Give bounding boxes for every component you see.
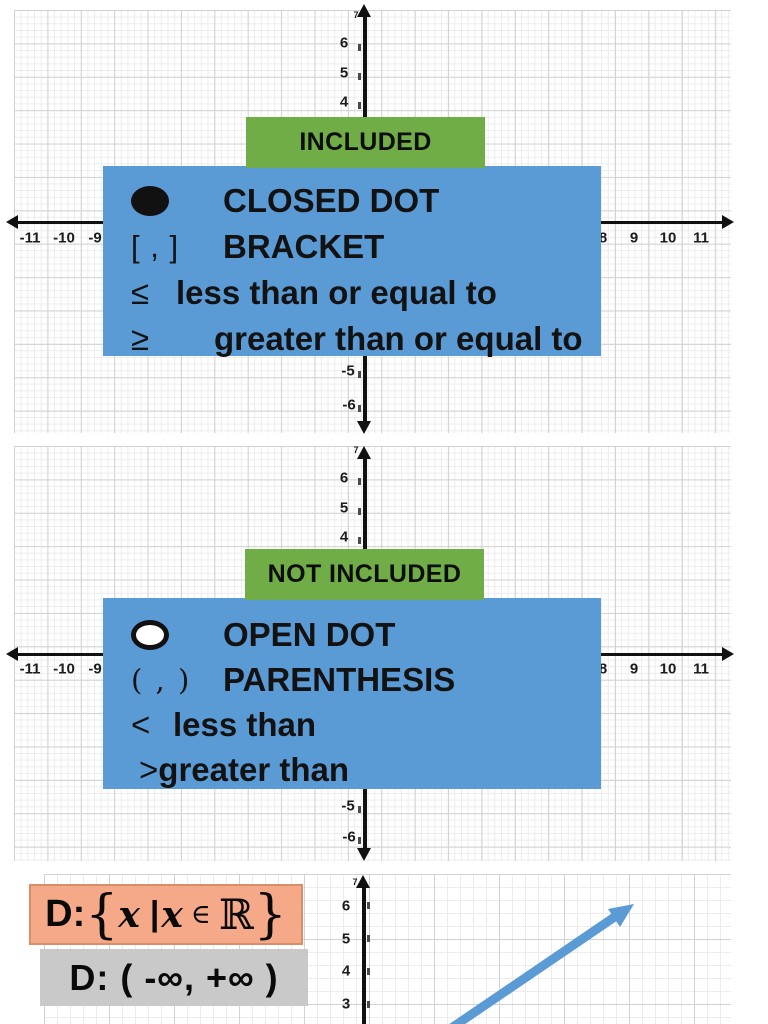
legend-row-gt: > greater than xyxy=(131,747,601,792)
y-axis-up-arrow-icon xyxy=(357,4,371,17)
legend-label: less than xyxy=(173,705,317,743)
x-label: -11 xyxy=(19,660,41,678)
y-label: 4 xyxy=(341,962,351,980)
legend-label: CLOSED DOT xyxy=(223,182,440,219)
legend-label: OPEN DOT xyxy=(223,615,396,653)
y-tick xyxy=(367,935,370,942)
x-label: -10 xyxy=(53,660,75,678)
x-label: 11 xyxy=(693,660,709,678)
domain-interval-notation-box: D: ( -∞, +∞ ) xyxy=(40,949,308,1006)
reals-symbol: ℝ xyxy=(218,890,254,939)
y-label: 6 xyxy=(339,469,349,487)
x-label: 10 xyxy=(659,229,677,247)
variable-x: x xyxy=(118,893,140,936)
y-label: 4 xyxy=(339,528,349,546)
x-label: 9 xyxy=(629,660,639,678)
y-label: 6 xyxy=(341,897,351,915)
y-tick xyxy=(358,837,361,844)
x-label: -9 xyxy=(88,229,102,247)
x-label: 9 xyxy=(629,229,639,247)
y-tick xyxy=(358,478,361,485)
x-axis-right-arrow-icon xyxy=(722,215,734,229)
domain-prefix: D: xyxy=(45,893,86,935)
legend-row-closed-dot: CLOSED DOT xyxy=(131,178,601,224)
y-label: 5 xyxy=(341,930,351,948)
legend-row-bracket: [ , ] BRACKET xyxy=(131,224,601,270)
greater-than-symbol: > xyxy=(139,750,159,788)
not-included-legend-box: OPEN DOT ( , ) PARENTHESIS < less than >… xyxy=(103,598,601,789)
element-of-symbol: ∈ xyxy=(190,899,211,930)
x-label: 8 xyxy=(598,660,608,678)
y-tick xyxy=(358,508,361,515)
parenthesis-symbol: ( , ) xyxy=(131,662,192,697)
legend-row-leq: ≤ less than or equal to xyxy=(131,270,601,316)
close-brace: } xyxy=(253,884,287,945)
not-included-badge: NOT INCLUDED xyxy=(245,549,484,600)
x-label: -10 xyxy=(53,229,75,247)
legend-label: less than or equal to xyxy=(176,274,497,311)
x-label: -11 xyxy=(19,229,41,247)
open-dot-icon xyxy=(131,619,223,650)
y-tick xyxy=(358,371,361,378)
domain-set-notation-box: D:{x|x∈ℝ} xyxy=(29,884,303,945)
included-badge: INCLUDED xyxy=(246,117,485,168)
domain-interval-label: D: ( -∞, +∞ ) xyxy=(69,956,279,998)
x-axis-left-arrow-icon xyxy=(6,215,18,229)
leq-symbol: ≤ xyxy=(131,274,150,311)
y-axis-up-arrow-icon xyxy=(357,446,371,459)
y-label: -5 xyxy=(341,797,355,815)
legend-label: BRACKET xyxy=(223,228,385,265)
y-label: 5 xyxy=(339,64,349,82)
included-legend-box: CLOSED DOT [ , ] BRACKET ≤ less than or … xyxy=(103,166,601,357)
y-tick xyxy=(367,902,370,909)
y-label: 6 xyxy=(339,34,349,52)
legend-row-parenthesis: ( , ) PARENTHESIS xyxy=(131,657,601,702)
x-label: 8 xyxy=(598,229,608,247)
x-label: 11 xyxy=(693,229,709,247)
legend-row-lt: < less than xyxy=(131,702,601,747)
geq-symbol: ≥ xyxy=(131,320,150,357)
y-label: 7 xyxy=(353,445,359,455)
x-label: -9 xyxy=(88,660,102,678)
legend-label: greater than or equal to xyxy=(214,320,583,357)
legend-row-open-dot: OPEN DOT xyxy=(131,612,601,657)
y-axis-down-arrow-icon xyxy=(357,421,371,434)
included-badge-label: INCLUDED xyxy=(299,128,432,156)
y-axis-down-arrow-icon xyxy=(357,848,371,861)
y-axis-3 xyxy=(362,888,366,1024)
y-label: 4 xyxy=(339,93,349,111)
y-tick xyxy=(358,537,361,544)
y-tick xyxy=(358,405,361,412)
line-graph-arrow xyxy=(449,904,634,1024)
such-that-bar: | xyxy=(149,895,160,933)
x-axis-left-arrow-icon xyxy=(6,647,18,661)
variable-x: x xyxy=(161,893,183,936)
y-tick xyxy=(358,806,361,813)
y-label: 3 xyxy=(341,995,351,1013)
y-label: -6 xyxy=(342,828,356,846)
y-label: 7 xyxy=(353,10,359,20)
legend-label: PARENTHESIS xyxy=(223,660,456,698)
y-label: -6 xyxy=(342,396,356,414)
y-tick xyxy=(367,1001,370,1008)
legend-label: greater than xyxy=(158,750,349,788)
x-axis-right-arrow-icon xyxy=(722,647,734,661)
y-tick xyxy=(358,73,361,80)
less-than-symbol: < xyxy=(131,705,151,743)
y-label: 5 xyxy=(339,499,349,517)
y-axis-up-arrow-icon xyxy=(356,875,370,888)
bracket-symbol: [ , ] xyxy=(131,229,180,264)
open-brace: { xyxy=(85,884,119,945)
y-tick xyxy=(367,968,370,975)
y-tick xyxy=(358,102,361,109)
y-label: 7 xyxy=(352,877,358,887)
y-label: -5 xyxy=(341,362,355,380)
not-included-badge-label: NOT INCLUDED xyxy=(267,560,462,588)
x-label: 10 xyxy=(659,660,677,678)
y-tick xyxy=(358,44,361,51)
closed-dot-icon xyxy=(131,186,223,216)
legend-row-geq: ≥ greater than or equal to xyxy=(131,316,601,362)
